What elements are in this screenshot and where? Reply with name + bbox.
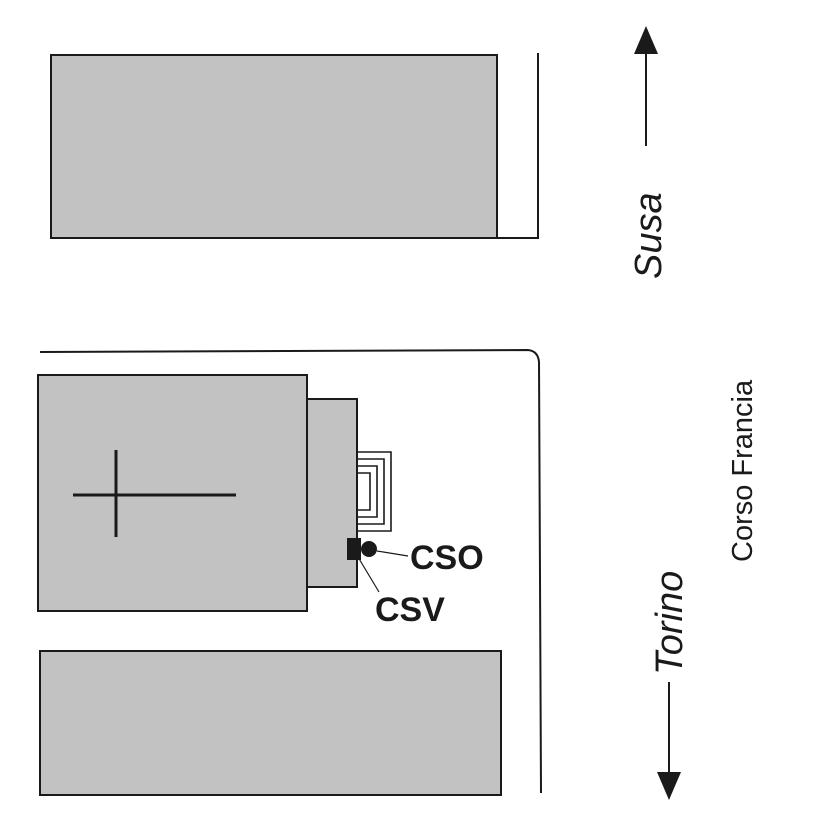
- entrance-steps: [357, 451, 392, 532]
- station-csv-label: CSV: [375, 591, 445, 629]
- direction-torino: Torino: [649, 571, 691, 800]
- square-icon: [347, 538, 361, 560]
- direction-susa: Susa: [628, 26, 670, 279]
- csv-leader-line: [357, 556, 380, 593]
- susa-label: Susa: [628, 192, 670, 279]
- station-cso: CSO: [361, 539, 484, 577]
- sidewalk-edge-middle: [39, 348, 542, 794]
- cross-icon: [73, 450, 236, 537]
- station-csv: CSV: [347, 538, 445, 629]
- cso-leader-line: [376, 550, 409, 557]
- station-cso-label: CSO: [410, 539, 484, 577]
- torino-label: Torino: [649, 571, 691, 675]
- street-label: Corso Francia: [727, 379, 759, 562]
- building-north: [50, 54, 498, 239]
- sidewalk-edge-north: [497, 53, 539, 239]
- arrow-down-icon: [657, 772, 681, 800]
- church: [37, 374, 392, 612]
- building-south: [39, 650, 502, 796]
- church-main-building: [37, 374, 308, 612]
- arrow-up-icon: [634, 26, 658, 54]
- building-block-north: [50, 53, 539, 239]
- circle-icon: [361, 541, 377, 557]
